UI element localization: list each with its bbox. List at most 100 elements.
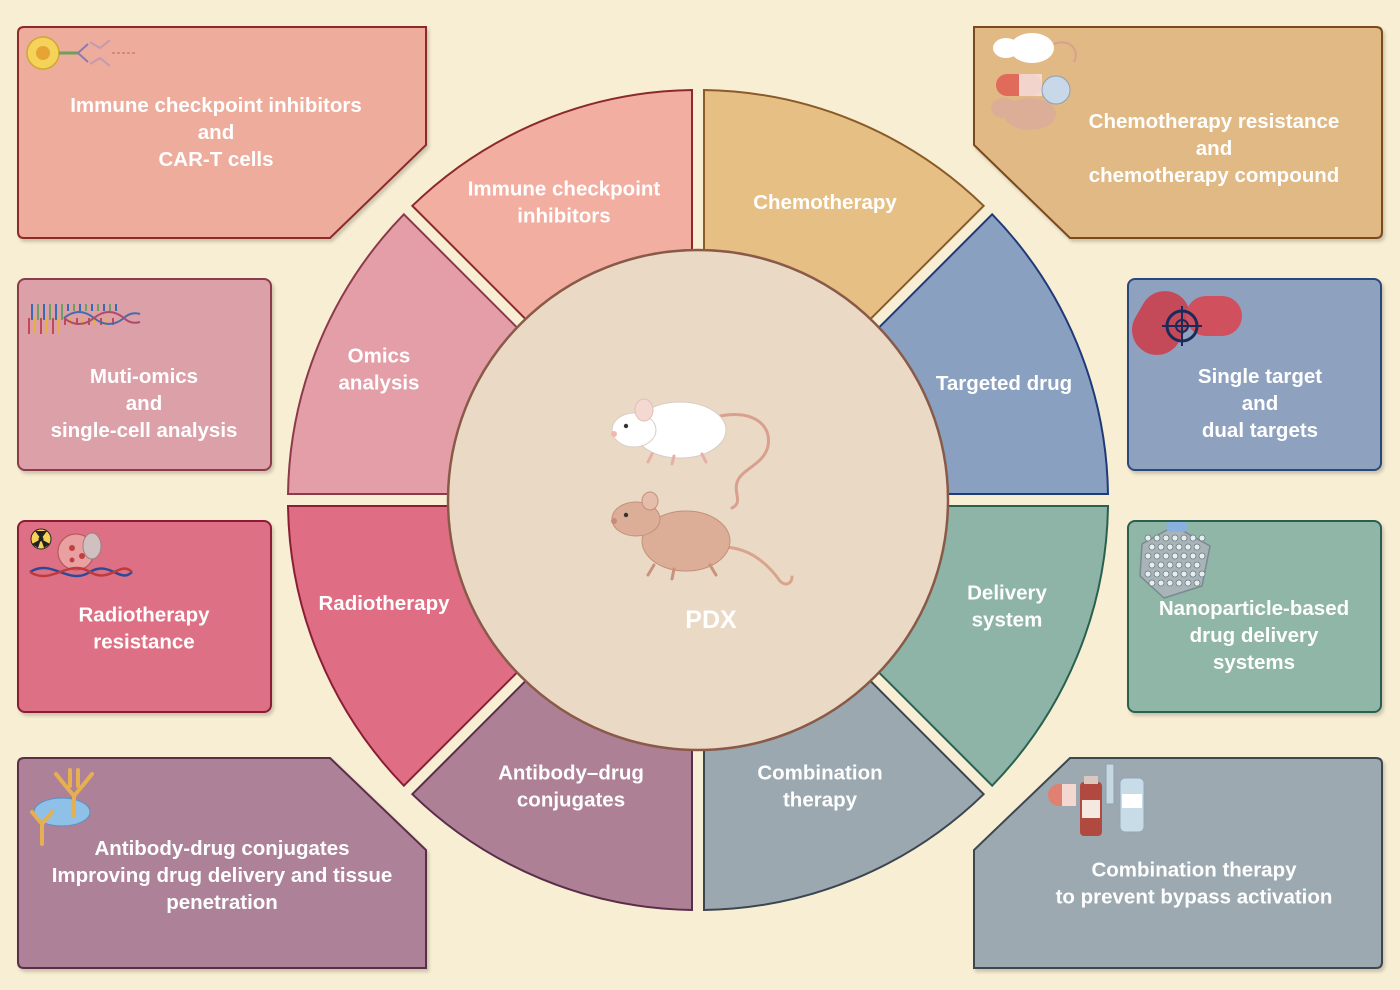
box-label-adc: penetration bbox=[166, 891, 278, 914]
sequence-bar bbox=[67, 304, 69, 311]
nanoparticle-dot bbox=[1157, 561, 1165, 569]
nanoparticle-dot bbox=[1180, 570, 1188, 578]
nanoparticle-dot bbox=[1193, 561, 1201, 569]
sequence-bar bbox=[109, 304, 111, 311]
sequence-bar bbox=[28, 318, 30, 334]
box-label-combination: Combination therapy bbox=[1091, 859, 1297, 882]
info-box-combination bbox=[973, 757, 1383, 969]
box-label-immune: CAR-T cells bbox=[158, 148, 273, 171]
ring-label-immune: inhibitors bbox=[517, 205, 610, 228]
antibody-icon bbox=[30, 768, 94, 846]
sequence-bar bbox=[34, 318, 36, 334]
sequence-bar bbox=[46, 318, 48, 334]
ring-label-delivery: Delivery bbox=[967, 582, 1047, 605]
nanoparticle-dot bbox=[1171, 552, 1179, 560]
nanoparticle-dot bbox=[1148, 543, 1156, 551]
nanoparticle-dot bbox=[1171, 570, 1179, 578]
nanoparticle-dot bbox=[1166, 543, 1174, 551]
sequence-bar bbox=[112, 318, 114, 325]
mouse-capsule-icon bbox=[991, 33, 1077, 130]
nanoparticle-dot bbox=[1153, 570, 1161, 578]
box-label-delivery: systems bbox=[1213, 651, 1295, 674]
sequence-bar bbox=[43, 304, 45, 320]
dna-sequence-icon bbox=[28, 304, 141, 334]
nude-mouse-icon bbox=[611, 491, 794, 586]
sequence-bar bbox=[97, 304, 99, 311]
nanoparticle-dot bbox=[1184, 543, 1192, 551]
sequence-bar bbox=[73, 304, 75, 311]
box-label-chemo: chemotherapy compound bbox=[1089, 164, 1340, 187]
ring-label-omics: analysis bbox=[339, 372, 420, 395]
box-label-combination: to prevent bypass activation bbox=[1056, 886, 1333, 909]
nanoparticle-dot bbox=[1189, 570, 1197, 578]
info-box-immune bbox=[17, 26, 427, 239]
box-label-adc: Antibody-drug conjugates bbox=[94, 837, 349, 860]
nanoparticle-dot bbox=[1198, 570, 1206, 578]
box-label-omics: and bbox=[126, 392, 162, 415]
info-box-adc bbox=[17, 757, 427, 969]
nanoparticle-dot bbox=[1144, 570, 1152, 578]
nanoparticle-dot bbox=[1180, 534, 1188, 542]
therapy-ring: Immune checkpoint inhibitors ChemotherapyT… bbox=[286, 88, 1110, 912]
nanoparticle-dot bbox=[1198, 534, 1206, 542]
nanoparticle-dot bbox=[1175, 561, 1183, 569]
nanoparticle-dot bbox=[1198, 552, 1206, 560]
box-label-targeted: dual targets bbox=[1202, 419, 1318, 442]
nanoparticle-dot bbox=[1189, 534, 1197, 542]
nanoparticle-dot bbox=[1162, 534, 1170, 542]
sequence-bar bbox=[115, 304, 117, 311]
box-label-chemo: and bbox=[1196, 137, 1232, 160]
sequence-bar bbox=[85, 304, 87, 311]
nanoparticle-dot bbox=[1184, 561, 1192, 569]
sequence-bar bbox=[91, 304, 93, 311]
box-label-adc: Improving drug delivery and tissue bbox=[52, 864, 393, 887]
nanoparticle-dot bbox=[1166, 579, 1174, 587]
box-label-immune: and bbox=[198, 121, 234, 144]
nanoparticle-dot bbox=[1162, 552, 1170, 560]
box-label-omics: Muti-omics bbox=[90, 365, 198, 388]
nanoparticle-icon bbox=[1139, 522, 1211, 599]
box-label-targeted: and bbox=[1242, 392, 1278, 415]
target-capsule-icon bbox=[1132, 291, 1242, 355]
sequence-bar bbox=[52, 318, 54, 334]
ring-label-adc: Antibody–drug bbox=[498, 762, 644, 785]
nanoparticle-dot bbox=[1148, 561, 1156, 569]
sequence-bar bbox=[55, 304, 57, 320]
nanoparticle-dot bbox=[1166, 561, 1174, 569]
pdx-label: PDX bbox=[685, 606, 737, 634]
nanoparticle-dot bbox=[1148, 579, 1156, 587]
box-label-delivery: drug delivery bbox=[1190, 624, 1319, 647]
sequence-bar bbox=[37, 304, 39, 320]
radiation-dna-icon bbox=[29, 528, 133, 578]
box-label-targeted: Single target bbox=[1198, 365, 1322, 388]
ring-label-combination: therapy bbox=[783, 789, 858, 812]
sequence-bar bbox=[94, 318, 96, 325]
sequence-bar bbox=[49, 304, 51, 320]
sequence-bar bbox=[64, 318, 66, 325]
sequence-bar bbox=[61, 304, 63, 320]
ring-label-chemo: Chemotherapy bbox=[753, 191, 897, 214]
box-label-radio: Radiotherapy bbox=[79, 604, 211, 627]
nanoparticle-dot bbox=[1153, 552, 1161, 560]
sequence-bar bbox=[76, 318, 78, 325]
sequence-bar bbox=[79, 304, 81, 311]
ring-label-combination: Combination bbox=[757, 762, 882, 785]
nanoparticle-dot bbox=[1180, 552, 1188, 560]
nanoparticle-dot bbox=[1189, 552, 1197, 560]
nanoparticle-dot bbox=[1193, 579, 1201, 587]
white-mouse-icon bbox=[611, 398, 770, 510]
nanoparticle-dot bbox=[1175, 543, 1183, 551]
car-t-cell-icon bbox=[26, 36, 136, 70]
ring-label-immune: Immune checkpoint bbox=[468, 178, 661, 201]
ring-label-targeted: Targeted drug bbox=[936, 372, 1072, 395]
nanoparticle-dot bbox=[1193, 543, 1201, 551]
nanoparticle-dot bbox=[1157, 579, 1165, 587]
info-box-chemo bbox=[973, 26, 1383, 239]
nanoparticle-dot bbox=[1144, 534, 1152, 542]
sequence-bar bbox=[58, 318, 60, 334]
box-label-delivery: Nanoparticle-based bbox=[1159, 597, 1349, 620]
sequence-bar bbox=[106, 318, 108, 325]
box-label-radio: resistance bbox=[93, 631, 194, 654]
box-label-immune: Immune checkpoint inhibitors bbox=[70, 94, 362, 117]
